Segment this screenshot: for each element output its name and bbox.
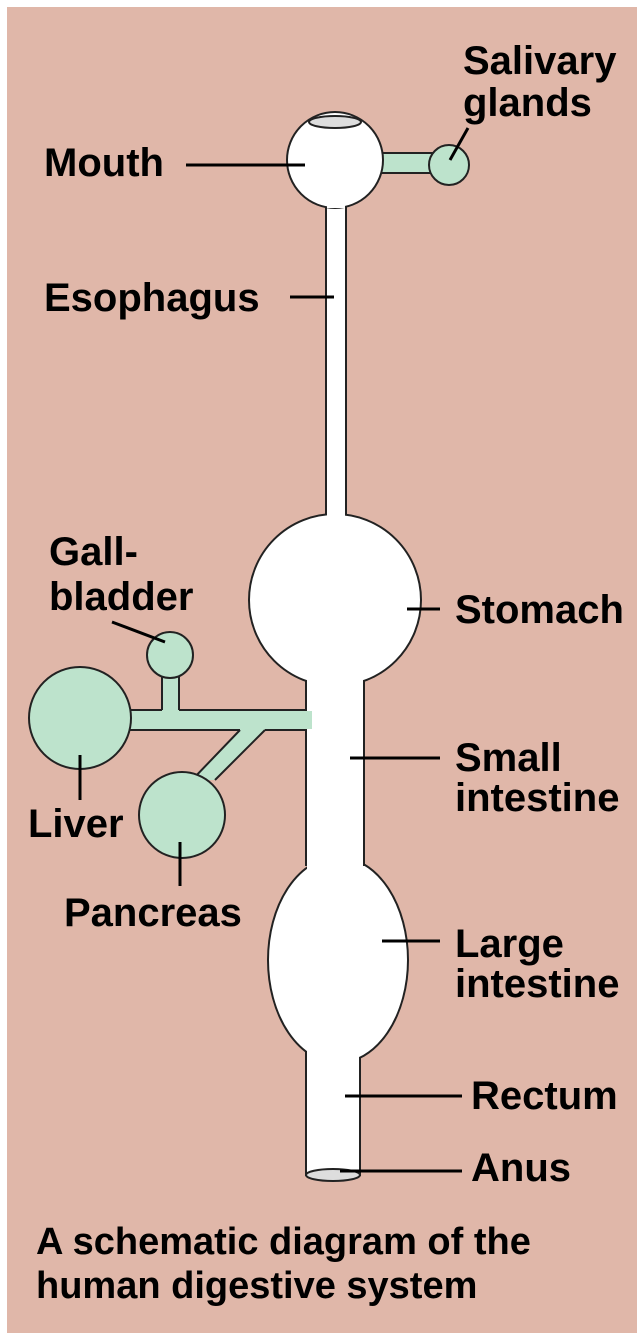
salivary-gland-shape xyxy=(429,145,469,185)
cystic-duct xyxy=(162,675,179,712)
stomach-small-join xyxy=(307,650,363,690)
diagram-caption: A schematic diagram of the human digesti… xyxy=(36,1220,531,1308)
salivary-glands-label-line-2: glands xyxy=(463,82,616,124)
esophagus-stomach-join xyxy=(327,500,345,540)
rectum-label: Rectum xyxy=(471,1076,618,1116)
gallbladder-label-line-1: Gall- xyxy=(49,530,193,575)
gallbladder-label-line-2: bladder xyxy=(49,575,193,620)
salivary-duct xyxy=(375,153,435,173)
salivary-glands-label: Salivary glands xyxy=(463,40,616,124)
duct-entry xyxy=(300,711,312,729)
caption-line-1: A schematic diagram of the xyxy=(36,1220,531,1264)
anus-label: Anus xyxy=(471,1148,571,1188)
esophagus-label: Esophagus xyxy=(44,278,260,318)
gallbladder-label: Gall- bladder xyxy=(49,530,193,620)
small-intestine-label-line-2: intestine xyxy=(455,778,619,818)
bile-duct xyxy=(120,710,306,730)
mouth-label: Mouth xyxy=(44,143,164,183)
mouth-opening xyxy=(309,116,361,128)
esophagus-tube xyxy=(326,198,346,528)
small-intestine-tube xyxy=(306,665,364,865)
large-intestine-label: Large intestine xyxy=(455,924,619,1004)
stomach-label: Stomach xyxy=(455,590,624,630)
pancreas-label: Pancreas xyxy=(64,893,242,933)
salivary-glands-label-line-1: Salivary xyxy=(463,40,616,82)
small-large-join xyxy=(307,840,363,880)
large-intestine-label-line-2: intestine xyxy=(455,964,619,1004)
small-intestine-label-line-1: Small xyxy=(455,738,619,778)
liver-label: Liver xyxy=(28,804,124,844)
large-rectum-join xyxy=(307,1030,359,1070)
mouth-esophagus-join xyxy=(327,194,345,208)
large-intestine-label-line-1: Large xyxy=(455,924,619,964)
small-intestine-label: Small intestine xyxy=(455,738,619,818)
caption-line-2: human digestive system xyxy=(36,1264,531,1308)
pancreas-shape xyxy=(139,772,225,858)
liver-shape xyxy=(29,667,131,769)
